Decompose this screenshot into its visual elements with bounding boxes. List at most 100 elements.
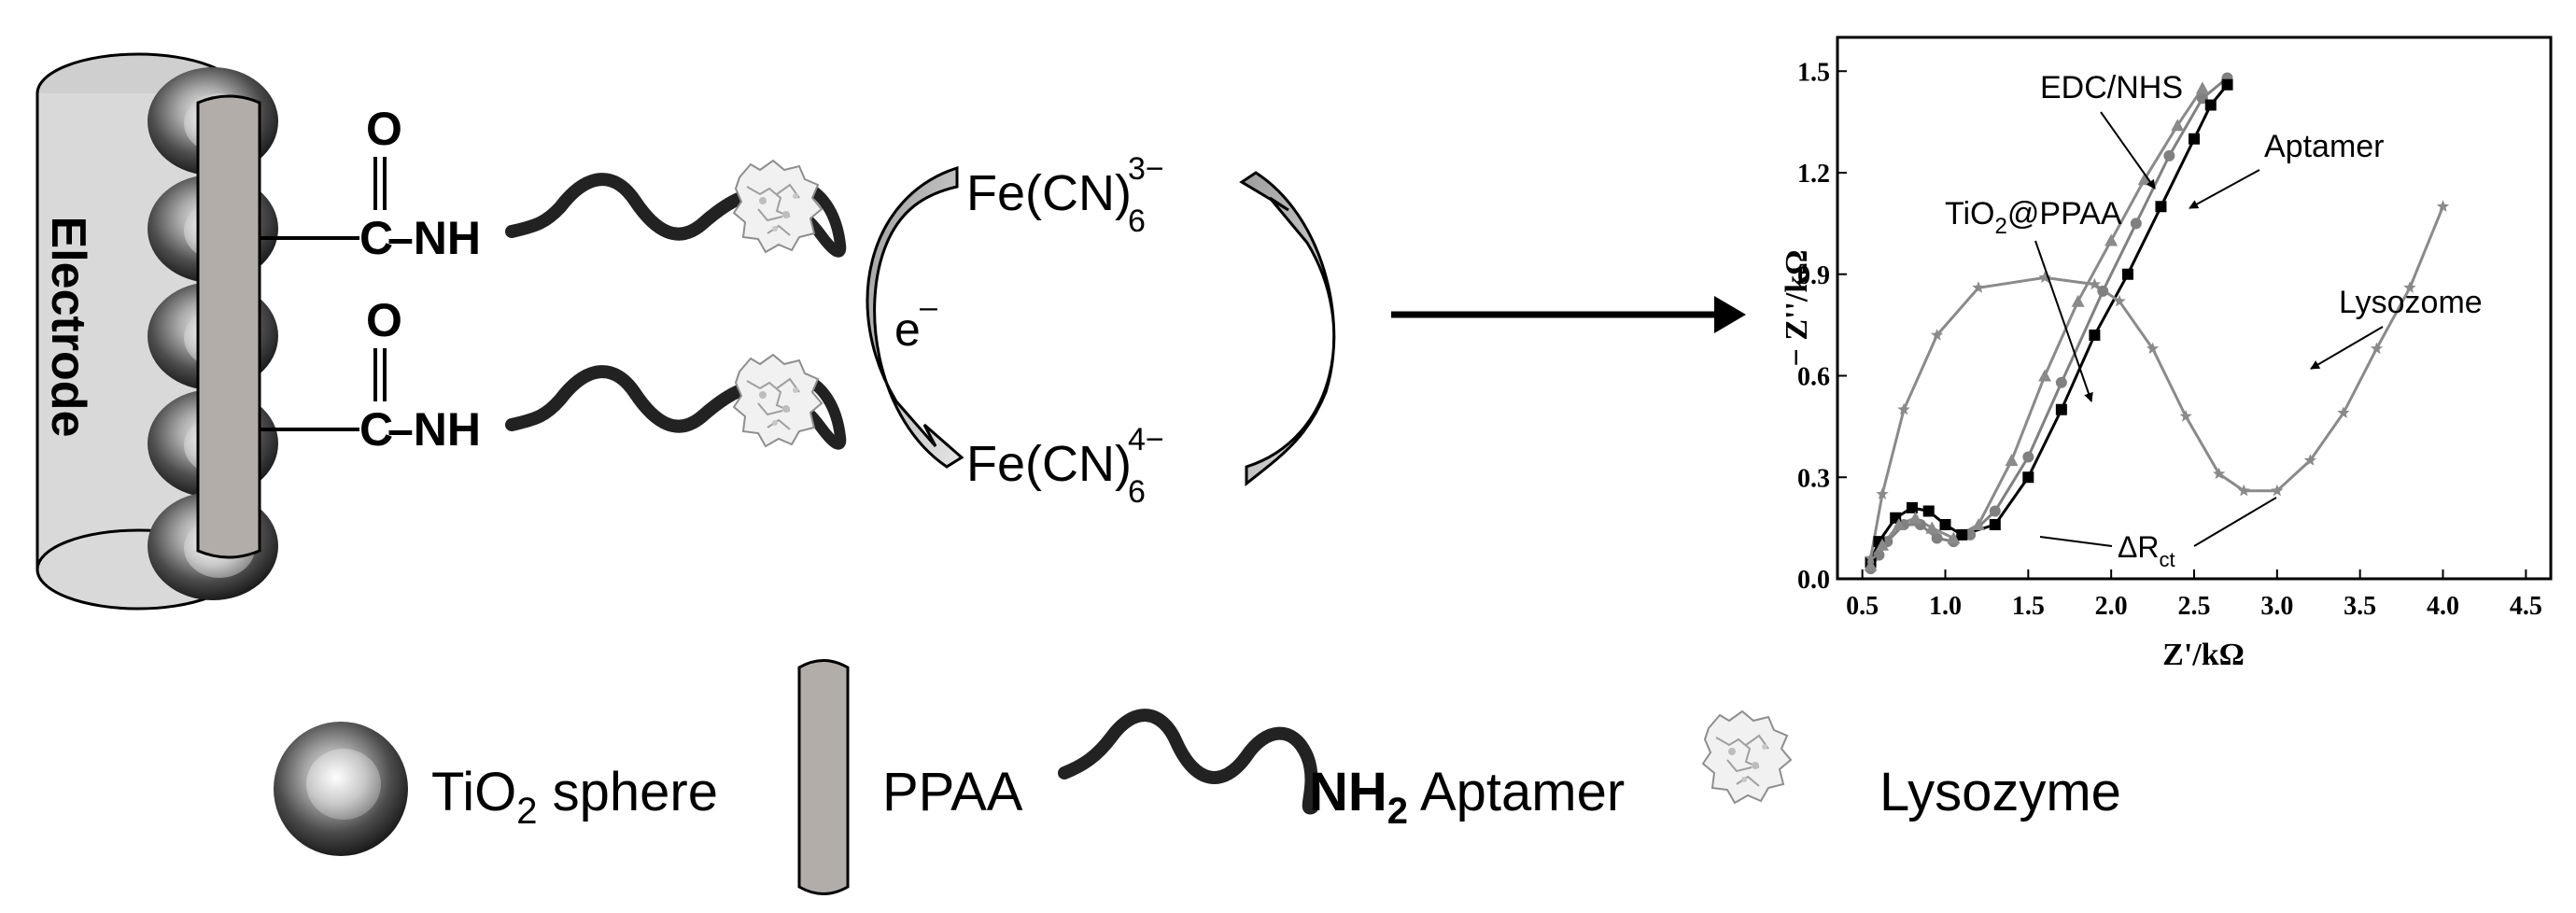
- data-point: [2403, 281, 2416, 293]
- data-point: [1956, 528, 1968, 541]
- data-point: [2163, 149, 2175, 162]
- data-point: [2121, 268, 2133, 280]
- data-point: [1972, 518, 1986, 530]
- annotation-lysozome: Lysozome: [2339, 285, 2483, 320]
- annotation-delta-rct: ΔRct: [2118, 530, 2175, 571]
- x-tick-label: 3.0: [2260, 592, 2293, 621]
- data-point: [2155, 201, 2167, 213]
- data-point: [2097, 285, 2109, 297]
- data-points: [1864, 72, 2450, 575]
- carbonyl-oxygen: O: [366, 294, 402, 346]
- data-point: [2204, 99, 2217, 111]
- legend-aptamer-label: NH2 Aptamer: [1309, 762, 1625, 832]
- data-point: [1947, 531, 1961, 544]
- legend-ppaa: PPAA: [797, 659, 1023, 895]
- annotation-lysozome-arrow: [2310, 326, 2384, 370]
- ferricyanide-sub: 6: [1128, 204, 1146, 239]
- legend: TiO2 sphere PPAA NH2 Aptamer Lysozyme: [274, 659, 2121, 895]
- data-point: [1989, 519, 2001, 530]
- carbonyl-oxygen: O: [366, 103, 402, 155]
- ppaa-layer: [196, 94, 261, 559]
- y-axis-label: − Z''/kΩ: [1780, 249, 1814, 366]
- legend-tio2-label: TiO2 sphere: [431, 762, 718, 832]
- legend-ppaa-label: PPAA: [882, 762, 1023, 822]
- data-point: [1925, 521, 1939, 534]
- y-tick-label: 0.6: [1797, 363, 1830, 392]
- data-point: [1972, 281, 1985, 293]
- y-axis-ticks: 0.0 0.3 0.6 0.9 1.2 1.5: [1797, 58, 1847, 595]
- reduction-arrow: [866, 165, 964, 469]
- data-point: [2022, 451, 2034, 463]
- x-tick-label: 2.0: [2095, 592, 2128, 621]
- lysozyme-icon: [733, 354, 823, 447]
- y-tick-label: 0.0: [1797, 566, 1830, 595]
- electron-charge: –: [920, 289, 937, 325]
- data-point: [2146, 342, 2160, 355]
- data-point: [2038, 271, 2051, 283]
- data-point: [2005, 454, 2019, 467]
- data-point: [2189, 133, 2200, 145]
- ferrocyanide-charge: 4−: [1128, 422, 1164, 457]
- data-point: [2337, 406, 2350, 418]
- amide-linker-top: O C –NH: [260, 103, 847, 264]
- data-point: [2179, 410, 2192, 422]
- data-point: [2038, 369, 2052, 382]
- legend-lysozyme: Lysozyme: [1702, 710, 2121, 822]
- x-tick-label: 2.5: [2178, 592, 2211, 621]
- x-tick-label: 1.5: [2012, 592, 2045, 621]
- x-axis-label: Z'/kΩ: [2162, 638, 2245, 672]
- annotation-aptamer-arrow: [2189, 169, 2260, 209]
- data-point: [1897, 402, 1910, 415]
- data-point: [2113, 294, 2126, 307]
- x-tick-label: 1.0: [1929, 592, 1962, 621]
- amide-linker-bottom: O C –NH: [260, 294, 847, 456]
- data-point: [1930, 329, 1944, 341]
- ferrocyanide-sub: 6: [1128, 474, 1146, 510]
- data-point: [1876, 487, 1889, 499]
- data-point: [1892, 518, 1906, 530]
- data-point: [1989, 505, 2001, 517]
- lysozyme-icon: [733, 160, 823, 253]
- data-point: [2213, 467, 2226, 480]
- annotation-aptamer: Aptamer: [2264, 129, 2385, 164]
- amide-nh: –NH: [387, 403, 481, 456]
- legend-lysozyme-icon: [1702, 710, 1792, 804]
- fit-curve: [1869, 205, 2444, 559]
- data-point: [1931, 532, 1943, 544]
- data-point: [2088, 277, 2102, 290]
- carbonyl-carbon: C: [359, 403, 393, 456]
- fit-curve: [1869, 87, 2204, 567]
- data-point: [2195, 81, 2209, 94]
- aptamer-strand: [505, 173, 761, 241]
- fit-curve: [1869, 77, 2229, 569]
- electrode-assembly: Electrode O C –NH O: [35, 52, 847, 611]
- data-point: [2089, 330, 2101, 341]
- data-point: [2237, 484, 2250, 497]
- ferricyanide-sup: 3−: [1128, 151, 1164, 187]
- legend-lysozyme-label: Lysozyme: [1879, 762, 2121, 822]
- data-point: [1864, 552, 1878, 564]
- x-tick-label: 3.5: [2344, 592, 2376, 621]
- y-tick-label: 0.3: [1797, 464, 1830, 493]
- y-tick-label: 1.5: [1797, 58, 1830, 87]
- ferrocyanide-label: Fe(CN): [966, 436, 1132, 492]
- aptamer-strand: [505, 365, 761, 433]
- data-point: [1906, 501, 1918, 513]
- x-tick-label: 4.0: [2427, 592, 2459, 621]
- data-point: [1939, 519, 1951, 530]
- data-point: [1864, 558, 1878, 571]
- data-point: [2022, 471, 2034, 484]
- electrode-label: Electrode: [41, 217, 95, 438]
- data-point: [1875, 538, 1889, 551]
- annotation-tio2ppaa-arrow: [2034, 240, 2093, 402]
- data-point: [2221, 78, 2233, 91]
- electron-label: e: [894, 303, 921, 356]
- x-tick-label: 0.5: [1846, 592, 1879, 621]
- y-tick-label: 1.2: [1797, 160, 1830, 189]
- y-tick-label: 0.9: [1797, 261, 1830, 290]
- redox-cycle: Fe(CN) 6 3− Fe(CN) 6 3− 4− e –: [866, 151, 1336, 510]
- data-point: [2130, 218, 2142, 230]
- amide-nh: –NH: [387, 212, 481, 264]
